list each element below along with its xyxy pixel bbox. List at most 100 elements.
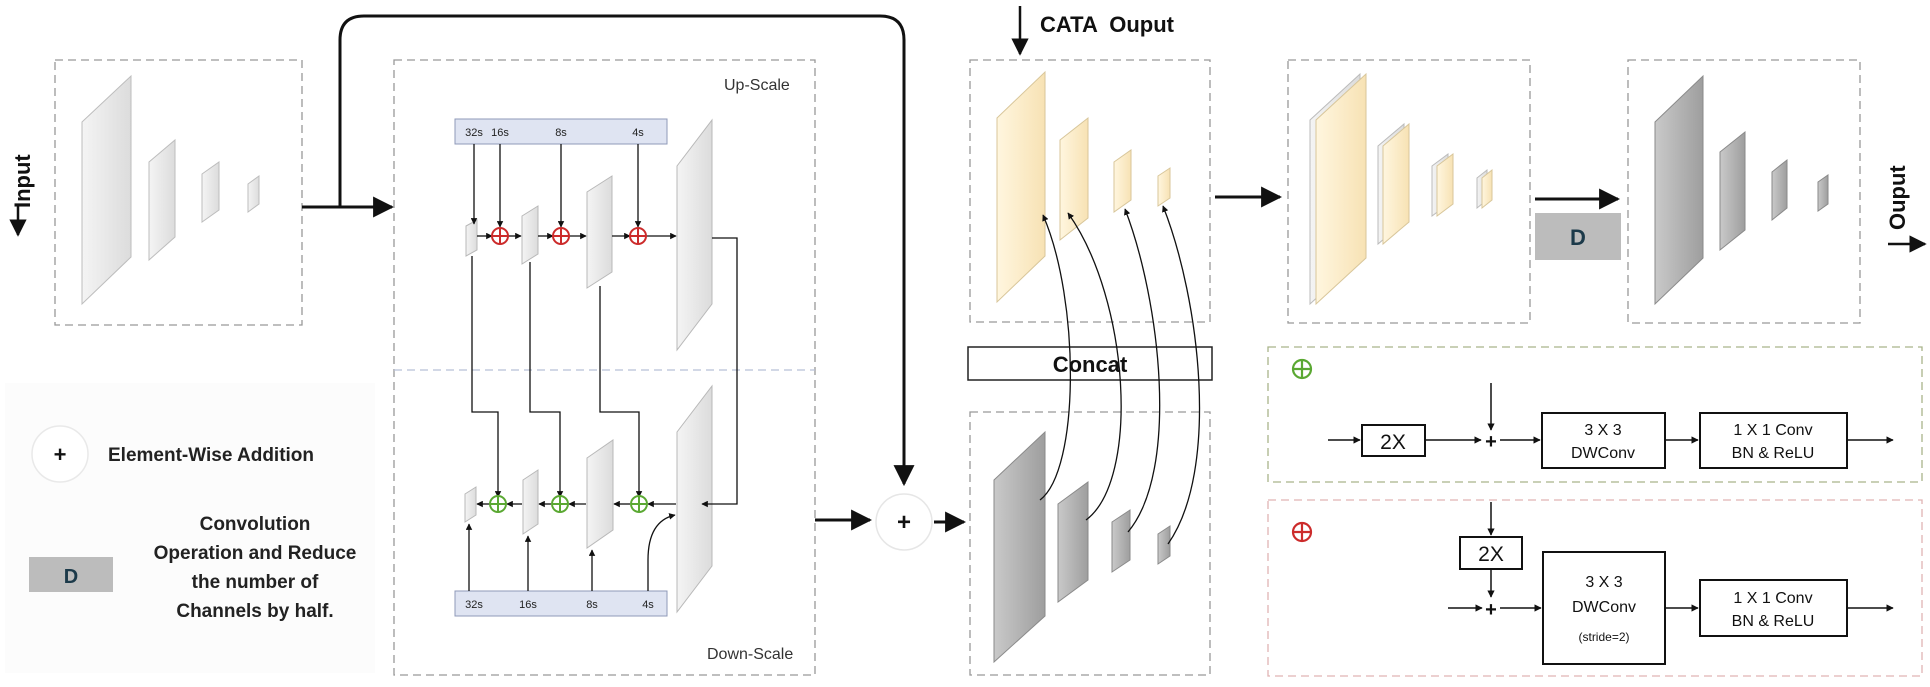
concat-label: Concat: [1053, 352, 1128, 377]
output-frame: [1627, 59, 1861, 324]
down-scale-8s: 8s: [586, 599, 598, 611]
green-dwconv-box: [1541, 412, 1666, 469]
cata-feature-map: [1059, 116, 1089, 242]
red-dwconv-line-1: 3 X 3: [1585, 574, 1622, 591]
main-addition: +: [815, 493, 967, 551]
green-conv1x1-box: [1699, 412, 1848, 469]
addition-node: [875, 493, 933, 551]
green-adder-detail: 2X + 3 X 3 DWConv 1 X 1 Conv BN & ReLU: [1267, 346, 1923, 483]
green-dwconv-line-1: 3 X 3: [1584, 422, 1621, 439]
fusion-cream-map: [1315, 72, 1367, 306]
input-label: Input: [10, 154, 35, 208]
concat-box: [967, 346, 1213, 381]
up-scale-arrows: [470, 144, 677, 240]
up-scale-bar: [454, 118, 668, 145]
red-detail-frame: [1267, 499, 1923, 677]
bottom-feature-map: [993, 430, 1046, 664]
bottom-feature-map: [1157, 525, 1171, 565]
addition-legend-node: [31, 425, 89, 483]
red-conv1x1-line-2: BN & ReLU: [1732, 613, 1815, 630]
up-scale-8s: 8s: [555, 127, 567, 139]
red-upsample-box: [1459, 536, 1523, 570]
up-adder-icons: [491, 227, 647, 245]
conv-legend-line-4: Channels by half.: [176, 601, 333, 622]
green-dwconv-line-2: DWConv: [1571, 445, 1635, 462]
cross-links: [471, 237, 738, 508]
concat-arrows: [1039, 205, 1201, 545]
d-legend-box: [29, 557, 113, 592]
bottom-feature-map: [1057, 481, 1089, 603]
up-feature-4s: [676, 118, 713, 352]
feature-map: [201, 161, 220, 223]
down-scale-bar: [454, 590, 668, 617]
output-feature-map: [1654, 74, 1704, 306]
down-scale-16s: 16s: [519, 599, 537, 611]
red-plus: +: [1485, 599, 1497, 621]
cata-output-label: CATA Ouput: [1040, 12, 1175, 37]
down-feature-32s: [464, 486, 477, 523]
bottom-feature-map: [1111, 509, 1131, 573]
conv-legend-line-2: Operation and Reduce: [154, 543, 357, 564]
down-scale-label: Down-Scale: [707, 646, 793, 663]
scale-frame: [393, 59, 816, 676]
d-operation-box: [1535, 213, 1621, 260]
feature-map: [247, 175, 260, 213]
green-detail-frame: [1267, 346, 1923, 483]
fusion-frame: [1287, 59, 1531, 324]
green-upsample-label: 2X: [1380, 431, 1406, 454]
input-connections: [302, 14, 915, 487]
conv-legend-line-1: Convolution: [200, 514, 311, 535]
cata-output-block: CATA Ouput Concat: [967, 6, 1213, 676]
down-feature-8s: [586, 439, 614, 549]
output-feature-map: [1817, 174, 1829, 212]
fusion-cream-map: [1436, 153, 1454, 217]
addition-legend-symbol: +: [54, 442, 67, 467]
down-adder-icons: [489, 495, 648, 513]
fusion-cream-map: [1382, 122, 1410, 246]
cata-bottom-frame: [969, 411, 1211, 676]
input-block: [54, 59, 303, 326]
cata-feature-map: [996, 70, 1046, 304]
red-dwconv-line-2: DWConv: [1572, 599, 1636, 616]
up-scale-label: Up-Scale: [724, 77, 790, 94]
output-feature-map: [1771, 158, 1788, 222]
green-conv1x1-line-2: BN & ReLU: [1732, 445, 1815, 462]
fusion-cream-map: [1481, 168, 1493, 210]
output-feature-map: [1719, 130, 1746, 252]
input-label-group: Input: [9, 154, 35, 237]
feature-map: [148, 138, 176, 262]
up-scale-4s: 4s: [632, 127, 644, 139]
scale-block: Up-Scale Down-Scale 32s 16s 8s 4s 32s 16…: [393, 59, 816, 676]
green-conv1x1-line-1: 1 X 1 Conv: [1733, 422, 1812, 439]
down-feature-16s: [522, 469, 539, 535]
output-label: Ouput: [1885, 165, 1910, 230]
addition-legend-text: Element-Wise Addition: [108, 445, 314, 466]
up-feature-16s: [521, 205, 539, 265]
up-scale-32s: 32s: [465, 127, 483, 139]
down-scale-arrows: [465, 500, 676, 591]
output-label-group: Ouput: [1885, 165, 1927, 253]
fusion-block: [1287, 59, 1531, 324]
down-feature-4s: [676, 384, 713, 614]
green-upsample-box: [1361, 424, 1426, 457]
legend: + Element-Wise Addition D Convolution Op…: [5, 383, 375, 673]
cata-top-frame: [969, 59, 1211, 323]
up-feature-32s: [465, 219, 478, 257]
d-legend-label: D: [64, 566, 78, 588]
red-dwconv-line-3: (stride=2): [1578, 630, 1629, 644]
addition-symbol: +: [897, 509, 911, 536]
feature-map: [81, 74, 132, 306]
d-operation-label: D: [1570, 225, 1586, 250]
down-scale-4s: 4s: [642, 599, 654, 611]
cata-feature-map: [1113, 149, 1132, 213]
red-adder-detail: 2X + 3 X 3 DWConv (stride=2) 1 X 1 Conv …: [1267, 499, 1923, 677]
red-upsample-label: 2X: [1478, 543, 1504, 566]
cata-feature-map: [1157, 167, 1171, 207]
red-conv1x1-line-1: 1 X 1 Conv: [1733, 590, 1812, 607]
green-plus: +: [1485, 431, 1497, 453]
output-block: [1627, 59, 1861, 324]
red-dwconv-box: [1542, 551, 1666, 665]
down-scale-32s: 32s: [465, 599, 483, 611]
up-feature-8s: [586, 175, 613, 289]
